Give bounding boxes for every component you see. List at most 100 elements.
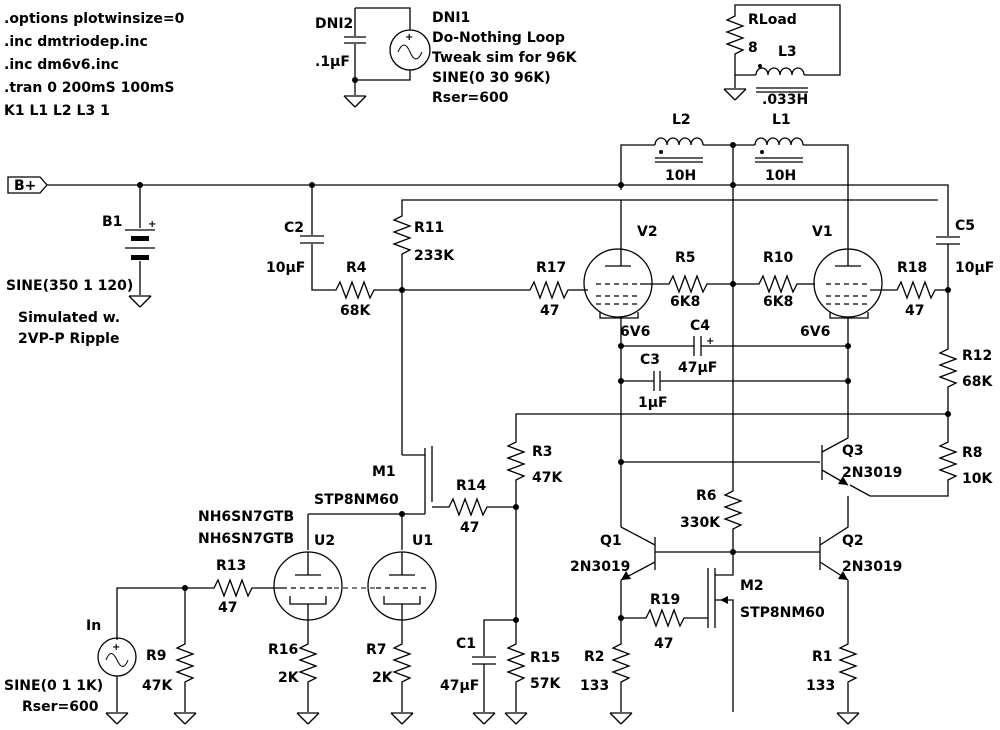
r12-name: R12 [962,348,992,364]
r9-name: R9 [146,648,167,664]
r14-name: R14 [456,478,487,494]
r12-value: 68K [962,374,993,390]
r11-name: R11 [414,220,444,236]
spice-directives: .options plotwinsize=0 .inc dmtriodep.in… [4,11,185,119]
r9-value: 47K [142,678,173,694]
output-grid-network: R18 47 C5 10µF R12 68K R8 10K [849,218,994,497]
c3-name: C3 [640,352,660,368]
m1-part: STP8NM60 [314,492,399,508]
m1-name: M1 [372,464,396,480]
v1-type: 6V6 [800,324,830,340]
l3-name: L3 [778,44,797,60]
output-transformer: L2 10H L1 10H [620,112,849,487]
r3-value: 47K [532,470,563,486]
c4-name: C4 [690,318,710,334]
r17-name: R17 [536,260,566,276]
r1-value: 133 [806,678,835,694]
r10-value: 6K8 [763,294,793,310]
cathode-bypass-caps: + C4 47µF C3 1µF [618,318,851,411]
r8-value: 10K [962,471,993,487]
r15-name: R15 [530,650,560,666]
r14-value: 47 [460,520,479,536]
l2-value: 10H [665,168,696,184]
r4-value: 68K [340,303,371,319]
r6-name: R6 [696,488,717,504]
v2-type: 6V6 [620,324,650,340]
u1-name: U1 [412,533,433,549]
r10-name: R10 [763,250,794,266]
c3-value: 1µF [638,395,668,411]
dni2-name: DNI2 [315,16,353,32]
b-plus-rail: B+ [7,176,949,236]
m1-mosfet: M1 STP8NM60 R14 47 [314,446,516,536]
r16-value: 2K [278,670,300,686]
v2-name: V2 [637,224,658,240]
directive-line: .options plotwinsize=0 [4,11,185,27]
dni1-line: SINE(0 30 96K) [432,70,551,86]
q3-part: 2N3019 [842,465,902,481]
svg-text:+: + [112,642,120,653]
b1-note: Simulated w. [18,310,120,326]
directive-line: .inc dmtriodep.inc [4,34,148,50]
c2-name: C2 [284,220,304,236]
r19-name: R19 [650,592,680,608]
q2-name: Q2 [842,533,864,549]
m2-part: STP8NM60 [740,605,825,621]
l1-value: 10H [765,168,796,184]
directive-line: .tran 0 200mS 100mS [4,80,174,96]
r1-name: R1 [812,649,833,665]
dni1-line: Do-Nothing Loop [432,30,565,46]
r7-value: 2K [372,670,394,686]
b1-source: SINE(350 1 120) [6,278,133,294]
rload-name: RLoad [748,12,797,28]
svg-text:+: + [706,336,714,347]
b-plus-port[interactable] [7,176,48,194]
svg-text:+: + [148,219,156,230]
b1-note: 2VP-P Ripple [18,331,119,347]
b1-battery: + B1 SINE(350 1 120) Simulated w. 2VP-P … [6,185,156,347]
r2-name: R2 [584,649,605,665]
r4-name: R4 [346,260,367,276]
r6-value: 330K [680,515,721,531]
q1-name: Q1 [600,533,622,549]
c1-name: C1 [456,636,476,652]
dni1-line: Rser=600 [432,90,509,106]
r3-name: R3 [532,444,553,460]
input-name: In [86,618,101,634]
q2-part: 2N3019 [842,559,902,575]
tail-current-source: R6 330K Q1 2N3019 Q2 2N3019 M2 STP8NM60 … [570,486,902,725]
r16-name: R16 [268,642,298,658]
b-plus-label: B+ [14,178,36,194]
m2-name: M2 [740,578,764,594]
r7-name: R7 [366,642,387,658]
l2-name: L2 [672,112,691,128]
c5-name: C5 [955,218,975,234]
screen-resistors: R5 6K8 R10 6K8 [664,250,815,310]
bias-divider: R3 47K R15 57K C1 47µF [440,437,563,725]
c1-value: 47µF [440,678,479,694]
directive-line: K1 L1 L2 L3 1 [4,103,110,119]
r8-name: R8 [962,445,983,461]
r5-value: 6K8 [670,294,700,310]
u1-part-label: NH6SN7GTB [198,531,294,547]
dni-loop: + DNI2 .1µF DNI1 Do-Nothing Loop Tweak s… [315,7,578,108]
r19-value: 47 [654,636,673,652]
v2-6v6-tube: V2 6V6 [583,200,665,527]
q3-name: Q3 [842,443,864,459]
input-source: SINE(0 1 1K) [4,678,103,694]
r17-value: 47 [540,303,559,319]
r18-value: 47 [905,303,924,319]
b1-name: B1 [102,214,122,230]
dni1-name: DNI1 [432,10,470,26]
q1-part: 2N3019 [570,559,630,575]
r13-name: R13 [216,558,246,574]
u2-name: U2 [314,533,335,549]
r5-name: R5 [675,250,696,266]
v1-name: V1 [812,224,833,240]
input-stage: + In SINE(0 1 1K) Rser=600 R13 47 R9 47K [4,558,282,725]
r13-value: 47 [218,600,237,616]
svg-text:+: + [405,32,413,43]
r15-value: 57K [530,676,561,692]
r2-value: 133 [580,678,609,694]
